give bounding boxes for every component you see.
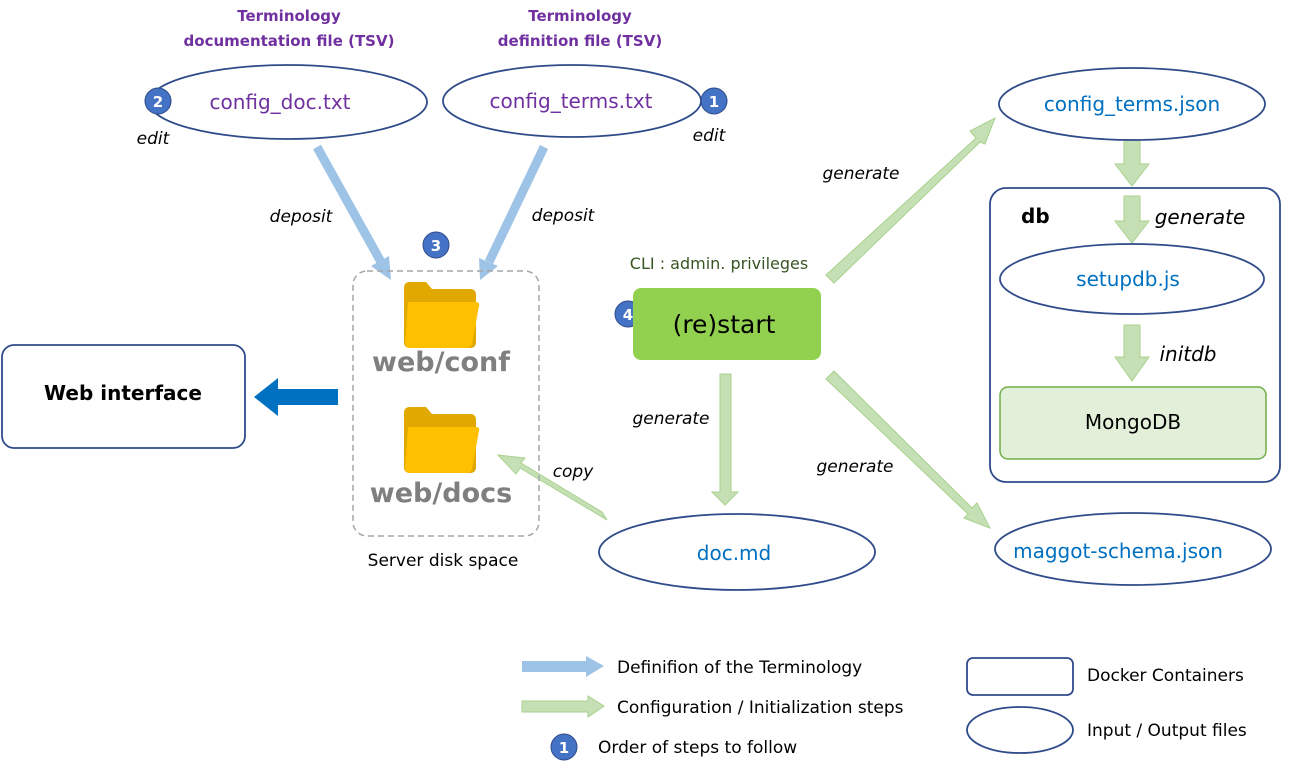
legend-step-badge: 1	[550, 733, 578, 761]
doc-file-title-line1: Terminology	[237, 7, 341, 25]
legend-blue-arrow-icon	[522, 656, 604, 677]
legend-files-label: Input / Output files	[1087, 721, 1247, 741]
edit-label-right: edit	[693, 126, 727, 146]
deposit-arrow-right	[479, 145, 549, 280]
generate-arrow-to-doc-md	[710, 373, 740, 506]
doc-md-label: doc.md	[697, 541, 771, 565]
db-arrow-2	[1113, 195, 1151, 244]
folder-icon-conf	[404, 282, 480, 348]
generate-arrow-to-config-terms-json	[825, 116, 996, 284]
copy-label: copy	[553, 462, 595, 482]
legend: Definifion of the Terminology Configurat…	[521, 656, 1247, 761]
web-docs-label: web/docs	[370, 478, 512, 509]
db-arrow-3	[1114, 324, 1150, 382]
legend-green-arrow-icon	[521, 695, 605, 718]
generate-label-down: generate	[632, 409, 709, 429]
mongodb-label: MongoDB	[1085, 410, 1181, 434]
legend-step-label: Order of steps to follow	[598, 738, 797, 758]
config-terms-json-ellipse	[998, 67, 1266, 141]
web-interface-label: Web interface	[44, 381, 202, 405]
config-doc-label: config_doc.txt	[209, 90, 350, 114]
db-arrow-1	[1113, 139, 1151, 187]
initdb-label: initdb	[1159, 342, 1216, 366]
legend-blue-arrow-label: Definifion of the Terminology	[617, 658, 862, 678]
setupdb-label: setupdb.js	[1076, 267, 1180, 291]
generate-db-label: generate	[1155, 205, 1246, 229]
generate-label-up: generate	[822, 164, 899, 184]
legend-containers-label: Docker Containers	[1087, 666, 1244, 686]
deposit-arrow-left	[313, 144, 391, 280]
maggot-schema-label: maggot-schema.json	[1013, 539, 1223, 563]
web-conf-label: web/conf	[372, 347, 510, 378]
config-terms-label: config_terms.txt	[490, 89, 653, 113]
def-file-title-line1: Terminology	[528, 7, 632, 25]
folder-icon-docs	[404, 407, 480, 473]
svg-text:3: 3	[431, 237, 441, 255]
legend-container-icon	[966, 657, 1074, 696]
server-disk-space-label: Server disk space	[368, 551, 519, 571]
restart-label: (re)start	[673, 310, 776, 339]
config-terms-json-label: config_terms.json	[1044, 92, 1220, 116]
web-interface-box	[1, 344, 246, 449]
step-badge-2: 2	[144, 87, 172, 115]
legend-file-icon	[966, 706, 1074, 754]
doc-md-ellipse	[598, 513, 876, 591]
generate-arrow-to-maggot-schema	[825, 370, 992, 529]
edit-label-left: edit	[137, 129, 171, 149]
doc-file-title-line2: documentation file (TSV)	[184, 32, 395, 50]
db-container	[989, 187, 1281, 483]
deposit-label-right: deposit	[532, 206, 596, 226]
deposit-label-left: deposit	[270, 207, 334, 227]
svg-text:4: 4	[623, 306, 633, 324]
generate-label-diag: generate	[816, 457, 893, 477]
svg-text:2: 2	[153, 93, 163, 111]
setupdb-ellipse	[999, 243, 1265, 315]
mongodb-box	[999, 386, 1267, 460]
db-label: db	[1021, 204, 1050, 228]
svg-text:1: 1	[559, 739, 569, 757]
cli-privileges-label: CLI : admin. privileges	[630, 254, 808, 273]
legend-green-arrow-label: Configuration / Initialization steps	[617, 698, 904, 718]
step-badge-3: 3	[422, 231, 450, 259]
restart-box	[633, 288, 821, 360]
step-badge-1: 1	[700, 87, 728, 115]
svg-text:1: 1	[709, 93, 719, 111]
web-interface-arrow	[254, 378, 338, 416]
copy-arrow-to-web-docs	[496, 454, 608, 521]
def-file-title-line2: definition file (TSV)	[498, 32, 662, 50]
maggot-schema-ellipse	[994, 512, 1272, 586]
